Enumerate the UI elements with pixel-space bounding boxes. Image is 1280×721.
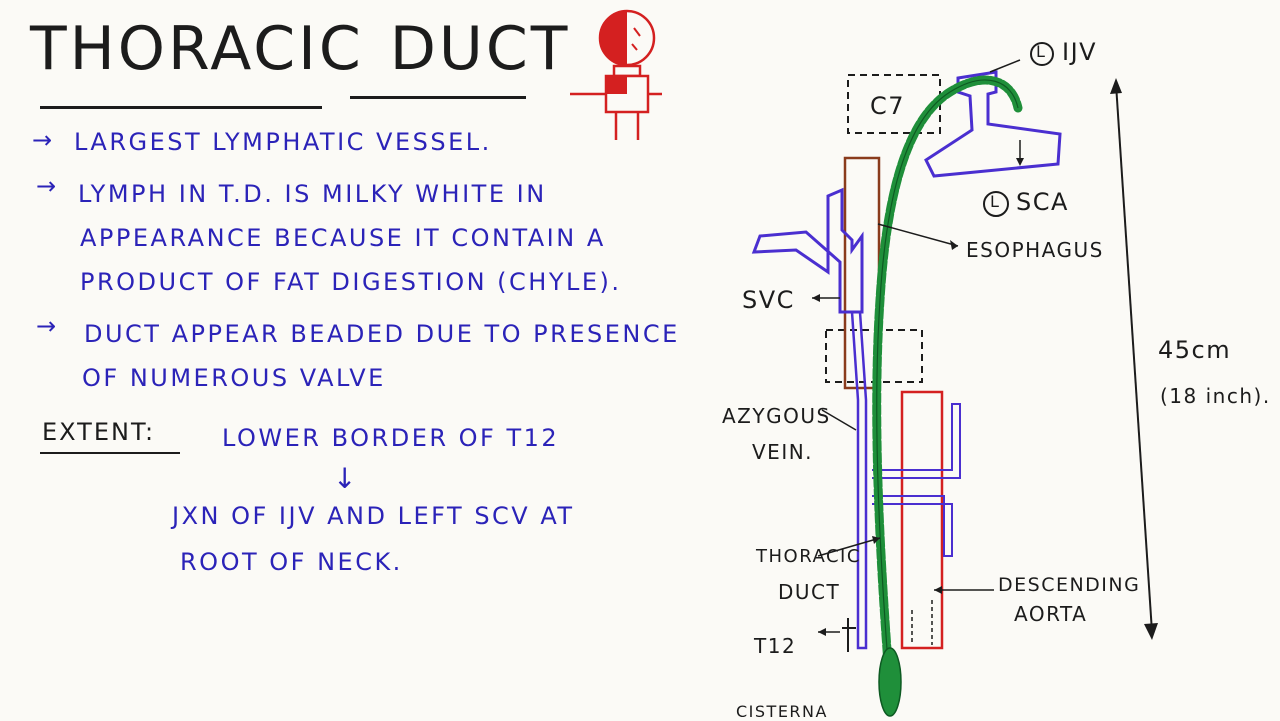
label-t12: T12 (754, 634, 797, 658)
svc-vessel (751, 187, 864, 314)
extent-down-arrow: ↓ (333, 462, 357, 495)
label-descending: DESCENDING (998, 574, 1141, 596)
label-esophagus: ESOPHAGUS (966, 238, 1104, 262)
note-3-line-1: DUCT APPEAR BEADED DUE TO PRESENCE (84, 320, 680, 348)
title-underline-1 (40, 106, 322, 109)
azygous-vein (850, 311, 868, 650)
label-thoracic: THORACIC (756, 546, 861, 567)
note-3-line-2: OF NUMEROUS VALVE (82, 364, 386, 392)
label-cisterna: CISTERNA (736, 702, 828, 721)
label-aorta: AORTA (1014, 602, 1088, 626)
label-azygous: AZYGOUS (722, 404, 831, 428)
label-thoracic-duct: DUCT (778, 580, 841, 604)
label-c7: C7 (870, 92, 906, 120)
extent-heading: EXTENT: (42, 418, 156, 446)
bullet-arrow-3: → (36, 312, 57, 340)
extent-underline (40, 452, 180, 454)
note-2-line-1: LYMPH IN T.D. IS MILKY WHITE IN (78, 180, 547, 208)
extent-to-line-1: JXN OF IJV AND LEFT SCV AT (172, 502, 575, 530)
extent-to-line-2: ROOT OF NECK. (180, 548, 403, 576)
page-title: THORACIC DUCT (30, 14, 570, 84)
cisterna-chyli (878, 647, 902, 717)
note-2-line-3: PRODUCT OF FAT DIGESTION (CHYLE). (80, 268, 622, 296)
label-ijv-circle: L (1036, 42, 1047, 61)
title-word-thoracic: THORACIC (30, 14, 364, 84)
label-ijv: IJV (1062, 38, 1098, 66)
length-measure-line (1115, 83, 1153, 633)
label-svc: SVC (742, 286, 795, 314)
label-sca-circle: L (990, 192, 1001, 211)
label-length-cm: 45cm (1158, 336, 1232, 364)
label-length-inch: (18 inch). (1160, 384, 1271, 408)
thoracic-duct (872, 75, 1023, 695)
title-word-duct: DUCT (389, 14, 571, 84)
note-2-line-2: APPEARANCE BECAUSE IT CONTAIN A (80, 224, 606, 252)
descending-aorta (900, 390, 944, 650)
left-ijv-vessel (924, 70, 1062, 178)
label-sca: SCA (1016, 188, 1069, 216)
bullet-arrow-1: → (32, 126, 53, 154)
bullet-arrow-2: → (36, 172, 57, 200)
note-1-line-1: LARGEST LYMPHATIC VESSEL. (74, 128, 492, 156)
extent-from: LOWER BORDER OF T12 (222, 424, 560, 452)
title-underline-2 (350, 96, 526, 99)
label-azygous-vein: VEIN. (752, 440, 814, 464)
